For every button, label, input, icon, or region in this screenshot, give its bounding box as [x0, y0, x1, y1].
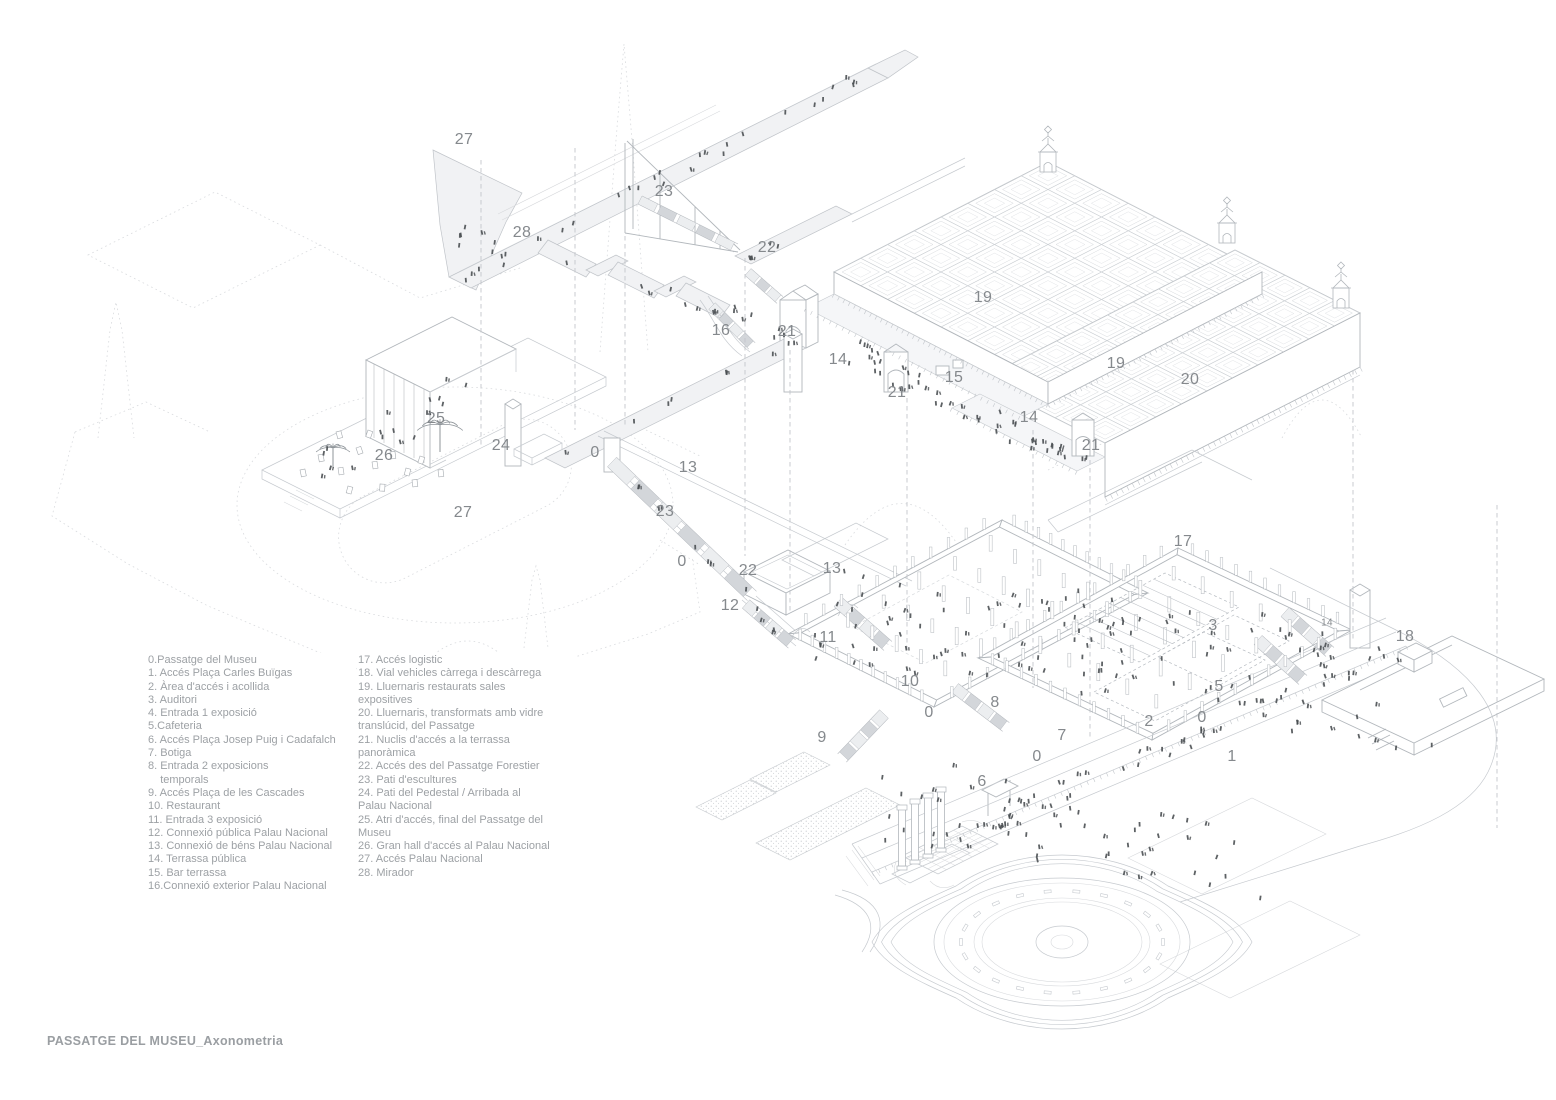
plan-label-16: 16: [711, 322, 731, 339]
legend-line: 16.Connexió exterior Palau Nacional: [148, 880, 327, 893]
plan-label-9: 9: [817, 729, 827, 746]
plan-label-13: 13: [678, 459, 698, 476]
plan-label-3: 3: [1208, 617, 1218, 634]
plan-label-0: 0: [924, 704, 934, 721]
legend-line: panoràmica: [358, 747, 416, 760]
plan-label-10: 10: [900, 673, 920, 690]
legend-line: temporals: [148, 773, 209, 786]
plan-label-23: 23: [654, 183, 674, 200]
legend-line: 12. Connexió pública Palau Nacional: [148, 826, 328, 839]
legend-line: 20. Lluernaris, transformats amb vidre: [358, 707, 544, 720]
legend-line: 17. Accés logistic: [358, 654, 443, 666]
legend-line: 27. Accés Palau Nacional: [358, 853, 483, 866]
plan-label-5: 5: [1214, 678, 1224, 695]
terrace-access-nuclei: [883, 343, 1095, 457]
mirador-walkway: [432, 49, 966, 357]
loading-box: [1396, 642, 1434, 673]
legend-line: 3. Auditori: [148, 693, 197, 706]
forestier-access-box: [742, 549, 832, 616]
fountain: [871, 854, 1253, 1030]
plan-label-17: 17: [1173, 533, 1193, 550]
plan-label-22: 22: [738, 562, 758, 579]
plan-label-14: 14: [1321, 617, 1333, 629]
plan-label-0: 0: [677, 553, 687, 570]
plan-label-21: 21: [1081, 437, 1101, 454]
plan-label-27: 27: [453, 504, 473, 521]
legend-line: translúcid, del Passatge: [358, 720, 475, 733]
plan-label-22: 22: [757, 239, 777, 256]
logistics-access-lines: [1047, 449, 1253, 533]
plan-label-7: 7: [1057, 727, 1067, 744]
legend-line: 24. Pati del Pedestal / Arribada al: [358, 786, 521, 799]
plan-label-19: 19: [973, 289, 993, 306]
legend-line: 18. Vial vehicles càrrega i descàrrega: [358, 667, 542, 680]
legend-line: 28. Mirador: [358, 866, 414, 879]
passage-and-atrium: [261, 316, 913, 647]
legend-line: 5.Cafeteria: [148, 720, 202, 733]
legend-line: 25. Atri d'accés, final del Passatge del: [358, 813, 543, 826]
legend-line: 4. Entrada 1 exposició: [148, 707, 257, 720]
plan-label-2: 2: [1144, 713, 1154, 730]
legend-line: 15. Bar terrassa: [148, 866, 227, 879]
legend-line: 1. Accés Plaça Carles Buïgas: [148, 667, 293, 680]
plan-label-6: 6: [977, 773, 987, 790]
legend-line: 0.Passatge del Museu: [148, 654, 257, 666]
plan-label-28: 28: [512, 224, 532, 241]
plan-label-14: 14: [828, 351, 848, 368]
legend-line: 9. Accés Plaça de les Cascades: [148, 786, 305, 799]
legend-line: 2. Àrea d'accés i acollida: [148, 680, 270, 693]
plan-label-13: 13: [822, 560, 842, 577]
legend-line: 21. Nuclis d'accés a la terrassa: [358, 733, 510, 746]
plan-label-0: 0: [1197, 709, 1207, 726]
legend-line: 14. Terrassa pública: [148, 853, 247, 866]
legend-line: Palau Nacional: [358, 800, 432, 813]
plan-label-25: 25: [426, 410, 446, 427]
legend-line: 23. Pati d'escultures: [358, 773, 457, 786]
legend-line: 11. Entrada 3 exposició: [148, 813, 263, 826]
plan-label-23: 23: [655, 503, 675, 520]
plan-label-21: 21: [777, 323, 797, 340]
plan-label-14: 14: [1019, 409, 1039, 426]
legend-line: expositives: [358, 693, 413, 706]
plan-label-18: 18: [1395, 628, 1415, 645]
plan-label-1: 1: [1227, 748, 1237, 765]
legend-line: 8. Entrada 2 exposicions: [148, 760, 269, 773]
plan-label-24: 24: [491, 437, 511, 454]
plan-label-27: 27: [454, 131, 474, 148]
palau-roof-building: [805, 125, 1361, 533]
legend-line: 10. Restaurant: [148, 800, 221, 813]
plan-label-19: 19: [1106, 355, 1126, 372]
people-figures: [320, 74, 1433, 901]
projection-lines: [480, 148, 1498, 828]
legend-line: 6. Accés Plaça Josep Puig i Cadafalch: [148, 733, 336, 746]
plan-label-8: 8: [990, 694, 1000, 711]
plan-label-0: 0: [590, 444, 600, 461]
plan-label-20: 20: [1180, 371, 1200, 388]
plan-label-12: 12: [720, 597, 740, 614]
legend-line: 22. Accés des del Passatge Forestier: [358, 760, 540, 773]
plan-label-21: 21: [887, 384, 907, 401]
pavilion: [1320, 635, 1546, 756]
legend-line: 7. Botiga: [148, 747, 192, 760]
plan-label-26: 26: [374, 447, 394, 464]
legend-line: 13. Connexió de béns Palau Nacional: [148, 840, 333, 853]
legend-line: Museu: [358, 826, 392, 839]
excavated-halls-and-plaza: [299, 195, 1546, 1030]
plan-label-0: 0: [1032, 748, 1042, 765]
drawing-title: PASSATGE DEL MUSEU_Axonometria: [47, 1034, 284, 1048]
legend-line: 19. Lluernaris restaurats sales: [358, 680, 506, 693]
plan-label-11: 11: [819, 629, 837, 646]
sculpture-court-truss: [624, 139, 741, 253]
legend-line: 26. Gran hall d'accés al Palau Nacional: [358, 840, 550, 853]
plan-label-15: 15: [944, 369, 964, 386]
